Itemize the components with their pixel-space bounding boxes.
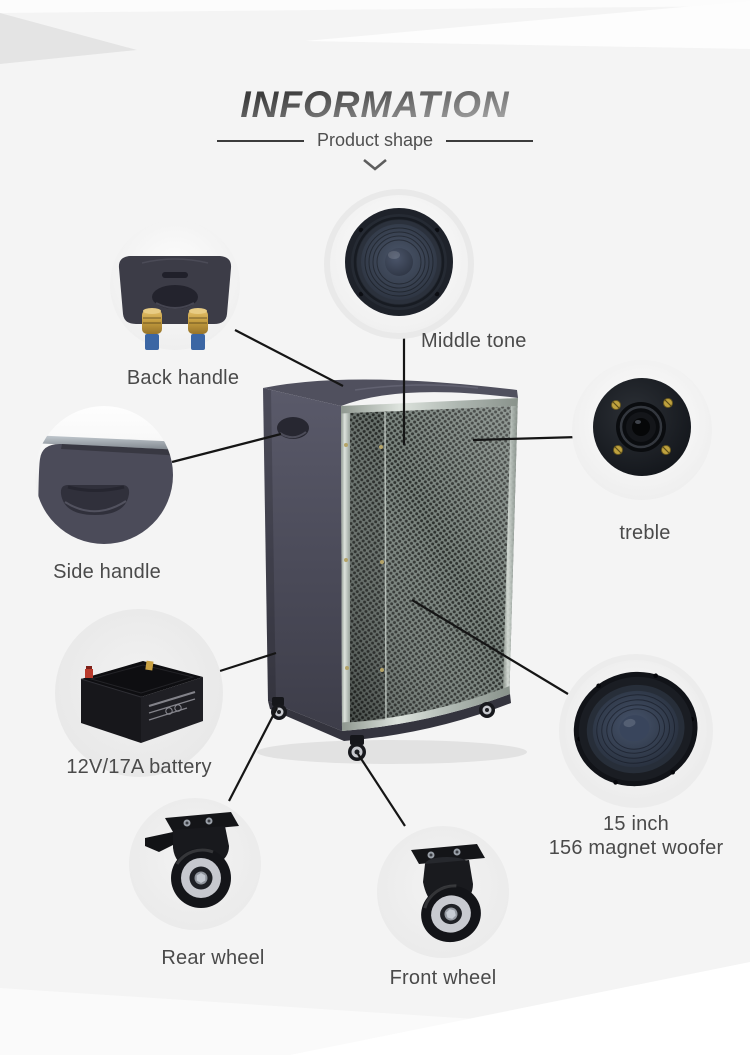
battery-line (219, 651, 277, 673)
callout-side-handle (24, 395, 184, 555)
rear-wheel-line (228, 707, 278, 802)
back-handle-line (234, 329, 344, 387)
callout-battery (49, 603, 229, 783)
rear-wheel-label: Rear wheel (161, 947, 265, 969)
callout-rear-wheel (115, 784, 275, 944)
woofer-line (411, 599, 569, 695)
back-handle-image (110, 220, 240, 350)
bottom-right-wedge-decor (290, 962, 750, 1055)
callout-woofer (546, 641, 726, 821)
header: INFORMATION Product shape (0, 84, 750, 177)
speaker-casters (271, 697, 495, 761)
callout-lines (171, 329, 580, 827)
top-right-wedge-decor (305, 1, 750, 49)
subtitle-rule-right (446, 139, 534, 142)
callout-middle-tone (319, 184, 479, 344)
treble-label: treble (619, 522, 671, 544)
middle-tone-label: Middle tone (421, 330, 527, 352)
top-strip-decor (0, 0, 750, 13)
chevron-down-icon (0, 158, 750, 177)
woofer-label: 15 inch 156 magnet woofer (546, 812, 726, 860)
battery-label: 12V/17A battery (66, 756, 212, 778)
speaker-image (257, 379, 527, 764)
woofer-label-line1: 15 inch (603, 813, 669, 835)
callout-front-wheel (363, 812, 523, 972)
gold-connectors (142, 308, 208, 350)
woofer-image (559, 654, 713, 808)
side-handle-image (35, 406, 173, 544)
brake-lever (145, 832, 175, 852)
side-handle-label: Side handle (53, 561, 161, 583)
middle-tone-image (324, 189, 474, 339)
top-left-triangle-decor (0, 13, 137, 64)
subtitle-rule-left (216, 139, 304, 142)
callout-back-handle (100, 210, 250, 370)
battery-label-marks (148, 691, 196, 721)
page-title: INFORMATION (240, 84, 510, 125)
page-subtitle: Product shape (316, 130, 434, 150)
treble-image (572, 360, 712, 500)
woofer-label-line2: 156 magnet woofer (548, 837, 724, 859)
treble-line (472, 435, 580, 442)
flange-screws (611, 398, 673, 455)
rear-wheel-image (129, 798, 261, 930)
back-handle-label: Back handle (126, 367, 240, 389)
front-wheel-label: Front wheel (389, 967, 497, 989)
front-wheel-image (377, 826, 509, 958)
subtitle-row: Product shape (0, 130, 750, 151)
callout-treble (562, 350, 722, 510)
side-handle-line (171, 432, 282, 464)
battery-image (55, 609, 223, 777)
front-wheel-line (357, 753, 406, 827)
